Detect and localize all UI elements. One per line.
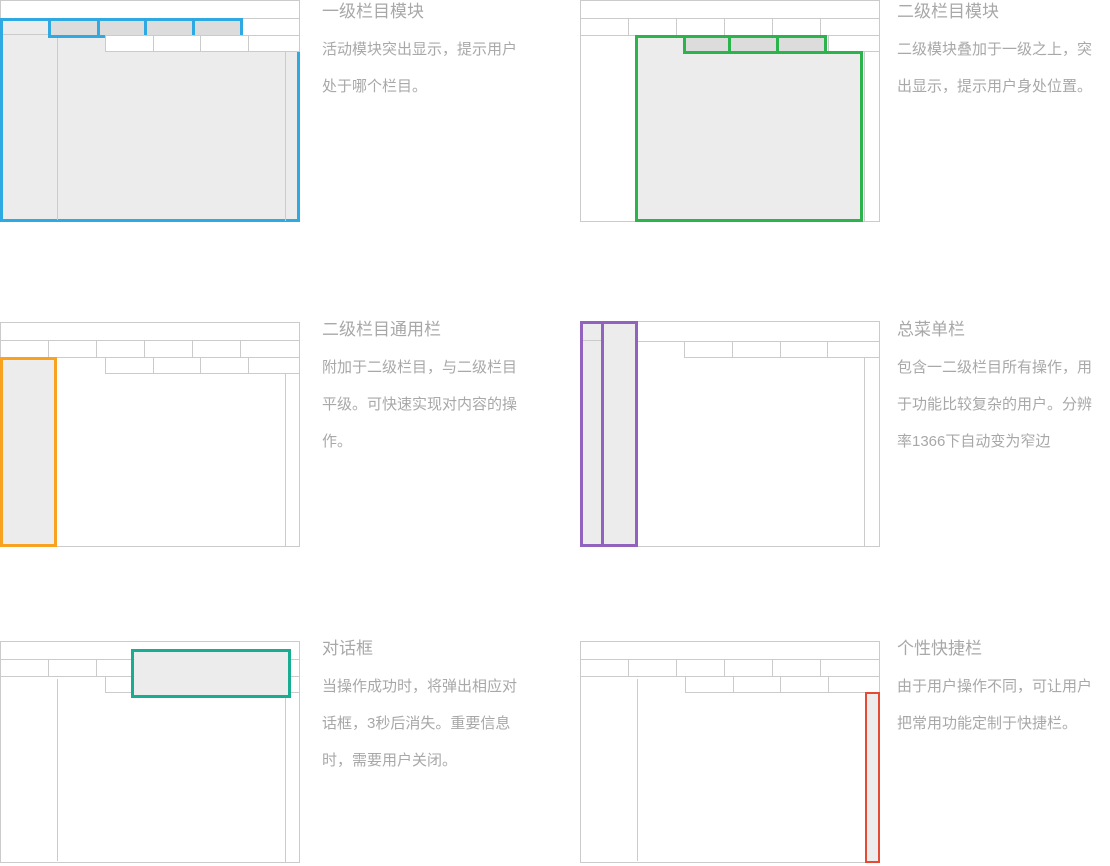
- annotation-title: 总菜单栏: [897, 320, 965, 339]
- browser-header-bar: [0, 322, 300, 341]
- annotation-body: 由于用户操作不同，可让用户 把常用功能定制于快捷栏。: [897, 678, 1093, 732]
- subtab-cell: [200, 357, 249, 374]
- sidebar-top-cell: [3, 34, 48, 39]
- tab-cell: [192, 340, 241, 358]
- active-subtab: [776, 35, 827, 54]
- right-column-divider: [285, 692, 286, 862]
- annotation-title: 对话框: [322, 639, 373, 658]
- browser-header-bar: [580, 641, 880, 660]
- active-subtab: [728, 35, 779, 54]
- highlighted-menu-column: [601, 321, 638, 547]
- active-main-area: [0, 35, 300, 222]
- annotation-dialog: 对话框 当操作成功时，将弹出相应对 话框，3秒后消失。重要信息 时，需要用户关闭…: [322, 639, 540, 779]
- tab-cell: [240, 340, 300, 358]
- subtab-cell: [105, 357, 154, 374]
- annotation-body: 附加于二级栏目，与二级栏目 平级。可快速实现对内容的操 作。: [322, 359, 518, 450]
- tab-cell: [0, 340, 49, 358]
- active-level2-panel: [635, 51, 863, 222]
- subtab-cell: [200, 35, 249, 52]
- annotation-body: 二级模块叠加于一级之上，突 出显示，提示用户身处位置。: [897, 41, 1093, 95]
- dialog-box: [131, 649, 291, 698]
- annotation-title: 二级栏目通用栏: [322, 320, 441, 339]
- main-area: [580, 676, 880, 863]
- active-tab-strip: [0, 18, 243, 35]
- browser-header-bar: [0, 0, 300, 19]
- tab-cell: [628, 18, 677, 36]
- subtab-cell: [105, 35, 154, 52]
- subtab-cell: [153, 35, 201, 52]
- highlighted-shortcut-bar: [865, 692, 880, 863]
- annotation-body: 活动模块突出显示，提示用户 处于哪个栏目。: [322, 41, 518, 95]
- annotation-body: 包含一二级栏目所有操作，用 于功能比较复杂的用户。分辨 率1366下自动变为窄边: [897, 359, 1093, 450]
- wireframe-shortcut-bar: [580, 641, 880, 863]
- sidebar-divider: [57, 679, 58, 861]
- wireframe-dialog: [0, 641, 300, 863]
- browser-header-bar: [637, 321, 880, 342]
- tab-cell: [0, 659, 49, 677]
- subtab-cell: [827, 341, 880, 358]
- tab-cell: [580, 659, 629, 677]
- right-column-divider: [285, 373, 286, 546]
- menu-column-divider: [583, 340, 601, 341]
- tab-cell: [676, 659, 725, 677]
- annotation-title: 二级栏目模块: [897, 2, 999, 21]
- wireframe-level1-module: [0, 0, 300, 222]
- subtab-cell: [780, 341, 828, 358]
- tab-cell: [820, 18, 880, 36]
- subtab-cell: [828, 35, 880, 52]
- tab-cell: [724, 659, 773, 677]
- annotation-title: 一级栏目模块: [322, 2, 424, 21]
- annotation-level1-module: 一级栏目模块 活动模块突出显示，提示用户 处于哪个栏目。: [322, 2, 540, 105]
- active-tab: [192, 18, 240, 35]
- wireframe-common-bar: [0, 322, 300, 547]
- subtab-cell: [685, 676, 734, 693]
- subtab-cell: [248, 35, 300, 52]
- tab-cell: [144, 340, 193, 358]
- sidebar-divider: [637, 679, 638, 861]
- subtab-cell: [780, 676, 829, 693]
- wireframe-master-menu: [580, 321, 880, 547]
- annotation-title: 个性快捷栏: [897, 639, 982, 658]
- right-column-divider: [864, 51, 865, 221]
- subtab-cell: [732, 341, 781, 358]
- annotation-shortcut-bar: 个性快捷栏 由于用户操作不同，可让用户 把常用功能定制于快捷栏。: [897, 639, 1110, 742]
- subtab-cell: [153, 357, 201, 374]
- wireframe-level2-module: [580, 0, 880, 222]
- subtab-cell: [828, 676, 880, 693]
- tab-cell: [724, 18, 773, 36]
- right-column-divider: [864, 358, 865, 546]
- subtab-cell: [684, 341, 733, 358]
- annotation-level2-module: 二级栏目模块 二级模块叠加于一级之上，突 出显示，提示用户身处位置。: [897, 2, 1110, 105]
- main-area: [0, 676, 300, 863]
- subtab-cell: [248, 357, 300, 374]
- subtab-cell: [733, 676, 781, 693]
- tab-cell: [676, 18, 725, 36]
- browser-header-bar: [580, 0, 880, 19]
- tab-cell: [772, 18, 821, 36]
- annotation-common-bar: 二级栏目通用栏 附加于二级栏目，与二级栏目 平级。可快速实现对内容的操 作。: [322, 320, 540, 460]
- active-subtab: [683, 35, 731, 54]
- active-tab: [48, 18, 100, 35]
- annotation-master-menu: 总菜单栏 包含一二级栏目所有操作，用 于功能比较复杂的用户。分辨 率1366下自…: [897, 320, 1110, 460]
- tab-cell: [96, 340, 145, 358]
- tab-cell: [48, 659, 97, 677]
- tab-cell: [48, 340, 97, 358]
- active-tab: [144, 18, 195, 35]
- annotation-body: 当操作成功时，将弹出相应对 话框，3秒后消失。重要信息 时，需要用户关闭。: [322, 678, 518, 769]
- main-area: [637, 341, 880, 547]
- tab-row-remainder: [240, 18, 300, 35]
- tab-cell: [772, 659, 821, 677]
- active-tab: [97, 18, 147, 35]
- highlighted-sidebar: [0, 357, 57, 547]
- tab-cell: [580, 18, 629, 36]
- tab-cell: [628, 659, 677, 677]
- sidebar-divider: [57, 38, 58, 220]
- right-column-divider: [285, 51, 286, 221]
- tab-cell: [820, 659, 880, 677]
